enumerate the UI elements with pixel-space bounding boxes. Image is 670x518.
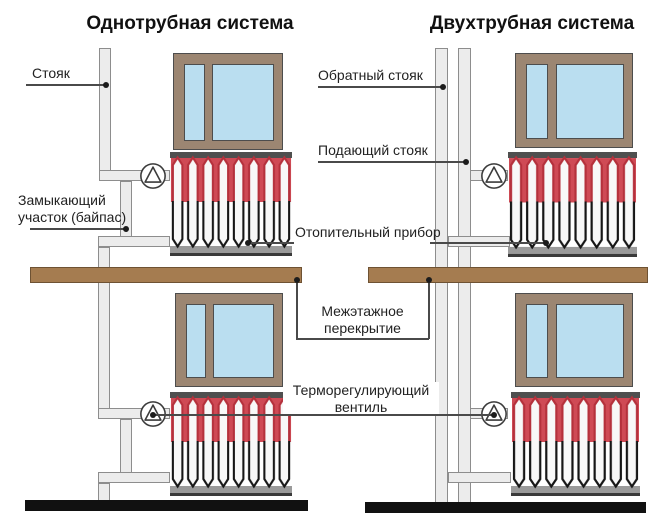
floor-slab-callout-line-left bbox=[296, 279, 298, 339]
left-pump-branch-pipe-floor1 bbox=[99, 170, 170, 181]
window-left-floor1 bbox=[173, 53, 283, 150]
ground-line-left bbox=[25, 500, 308, 511]
window-pane-wide bbox=[556, 304, 624, 378]
heating-device-callout-line-left bbox=[248, 242, 294, 244]
floor-slab-label: Межэтажное перекрытие bbox=[321, 303, 404, 336]
bypass-label: Замыкающий участок (байпас) bbox=[18, 192, 127, 225]
floor-slab-callout-line-bottom bbox=[296, 338, 429, 340]
window-pane-narrow bbox=[184, 64, 205, 141]
riser-label: Стояк bbox=[32, 65, 70, 81]
left-pump-branch-pipe-floor2 bbox=[98, 408, 170, 419]
heating-device-label: Отопительный прибор bbox=[295, 224, 441, 240]
return-riser-label: Обратный стояк bbox=[318, 67, 423, 83]
right-bottom-pipe-floor2 bbox=[448, 472, 511, 483]
floor-slab-left bbox=[30, 267, 302, 283]
bypass-callout-line bbox=[30, 228, 127, 230]
radiator-left-floor1 bbox=[170, 152, 292, 256]
supply-riser-callout-dot bbox=[463, 159, 469, 165]
heating-device-callout-dot-left bbox=[245, 240, 251, 246]
bypass-callout-dot bbox=[123, 226, 129, 232]
supply-riser-label: Подающий стояк bbox=[318, 142, 428, 158]
window-pane-narrow bbox=[526, 64, 548, 139]
window-pane-wide bbox=[556, 64, 624, 139]
thermo-valve-callout-line bbox=[153, 414, 494, 416]
return-riser-callout-line bbox=[318, 86, 444, 88]
ground-line-right bbox=[365, 502, 646, 513]
left-riser-pipe-floor1 bbox=[99, 48, 111, 181]
radiator-right-floor2 bbox=[511, 392, 640, 496]
one-pipe-system-title: Однотрубная система bbox=[86, 13, 294, 34]
window-pane-narrow bbox=[186, 304, 206, 378]
window-pane-wide bbox=[213, 304, 274, 378]
left-bypass-pipe-floor2 bbox=[120, 419, 132, 478]
thermo-valve-callout-dot-left bbox=[150, 412, 156, 418]
floor-slab-callout-line-right bbox=[428, 279, 430, 339]
valve-pump-icon-left-floor1 bbox=[140, 163, 166, 189]
window-pane-narrow bbox=[526, 304, 548, 378]
radiator-left-floor2 bbox=[170, 392, 292, 496]
window-pane-wide bbox=[212, 64, 274, 141]
riser-callout-line bbox=[26, 84, 107, 86]
valve-pump-icon-right-floor1 bbox=[481, 163, 507, 189]
riser-callout-dot bbox=[103, 82, 109, 88]
window-left-floor2 bbox=[175, 293, 283, 387]
return-riser-callout-dot bbox=[440, 84, 446, 90]
heating-device-callout-dot-right bbox=[543, 240, 549, 246]
window-right-floor2 bbox=[515, 293, 633, 387]
two-pipe-system-title: Двухтрубная система bbox=[429, 13, 635, 34]
thermo-valve-label: Терморегулирующий вентиль bbox=[283, 382, 439, 416]
left-bottom-pipe-floor2 bbox=[98, 472, 170, 483]
heating-device-callout-line-right bbox=[430, 242, 547, 244]
floor-slab-callout-dot-right bbox=[426, 277, 432, 283]
floor-slab-callout-dot-left bbox=[294, 277, 300, 283]
thermo-valve-callout-dot-right bbox=[491, 412, 497, 418]
floor-slab-right bbox=[368, 267, 648, 283]
left-bottom-pipe-floor1 bbox=[98, 236, 170, 247]
window-right-floor1 bbox=[515, 53, 633, 148]
supply-riser-callout-line bbox=[318, 161, 467, 163]
